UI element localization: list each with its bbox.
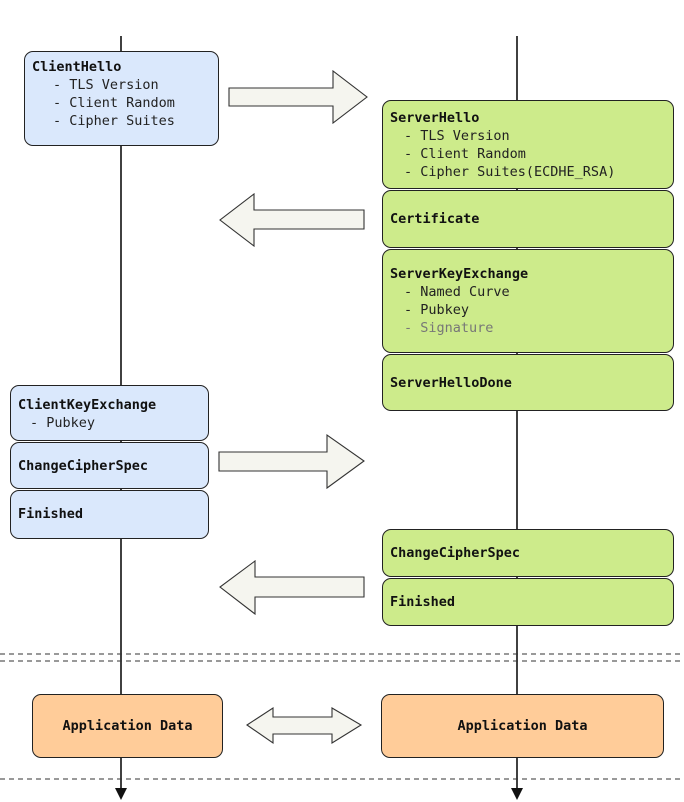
- server-application-data-box: Application Data: [381, 694, 664, 758]
- server-key-exchange-box: ServerKeyExchange - Named Curve - Pubkey…: [382, 249, 674, 353]
- server-hello-item: - Cipher Suites(ECDHE_RSA): [404, 164, 616, 180]
- arrow-left-server-hello-icon: [219, 192, 365, 248]
- client-hello-box: ClientHello - TLS Version - Client Rando…: [24, 51, 219, 146]
- client-hello-item: - Client Random: [53, 95, 175, 111]
- server-certificate-title: Certificate: [390, 211, 480, 227]
- client-hello-item: - TLS Version: [53, 77, 159, 93]
- server-certificate-box: Certificate: [382, 190, 674, 248]
- server-hello-item: - Client Random: [404, 146, 526, 162]
- server-application-data-title: Application Data: [457, 718, 588, 734]
- client-key-exchange-title: ClientKeyExchange: [18, 397, 157, 413]
- client-key-exchange-item: - Pubkey: [30, 415, 96, 431]
- client-change-cipher-spec-title: ChangeCipherSpec: [18, 458, 149, 474]
- server-hello-box: ServerHello - TLS Version - Client Rando…: [382, 100, 674, 189]
- server-hello-done-box: ServerHelloDone: [382, 354, 674, 411]
- server-hello-item: - TLS Version: [404, 128, 510, 144]
- server-finished-title: Finished: [390, 594, 456, 610]
- arrow-right-client-hello-icon: [228, 69, 368, 125]
- client-change-cipher-spec-box: ChangeCipherSpec: [10, 442, 209, 489]
- server-change-cipher-spec-title: ChangeCipherSpec: [390, 545, 521, 561]
- client-application-data-title: Application Data: [62, 718, 193, 734]
- arrow-right-client-key-exchange-icon: [218, 433, 365, 490]
- server-hello-title: ServerHello: [390, 110, 480, 126]
- client-lifeline-arrowhead-icon: [115, 788, 127, 800]
- client-hello-title: ClientHello: [32, 59, 122, 75]
- arrow-bidirectional-application-data-icon: [246, 706, 363, 745]
- client-hello-item: - Cipher Suites: [53, 113, 175, 129]
- server-key-exchange-item: - Named Curve: [404, 284, 510, 300]
- server-key-exchange-item: - Pubkey: [404, 302, 470, 318]
- server-hello-done-title: ServerHelloDone: [390, 375, 512, 391]
- server-change-cipher-spec-box: ChangeCipherSpec: [382, 529, 674, 577]
- client-key-exchange-box: ClientKeyExchange - Pubkey: [10, 385, 209, 441]
- client-finished-box: Finished: [10, 490, 209, 539]
- server-key-exchange-title: ServerKeyExchange: [390, 266, 529, 282]
- server-lifeline-arrowhead-icon: [511, 788, 523, 800]
- client-finished-title: Finished: [18, 506, 84, 522]
- client-application-data-box: Application Data: [32, 694, 223, 758]
- server-finished-box: Finished: [382, 578, 674, 626]
- arrow-left-server-finished-icon: [219, 559, 365, 616]
- server-key-exchange-item: - Signature: [404, 320, 494, 336]
